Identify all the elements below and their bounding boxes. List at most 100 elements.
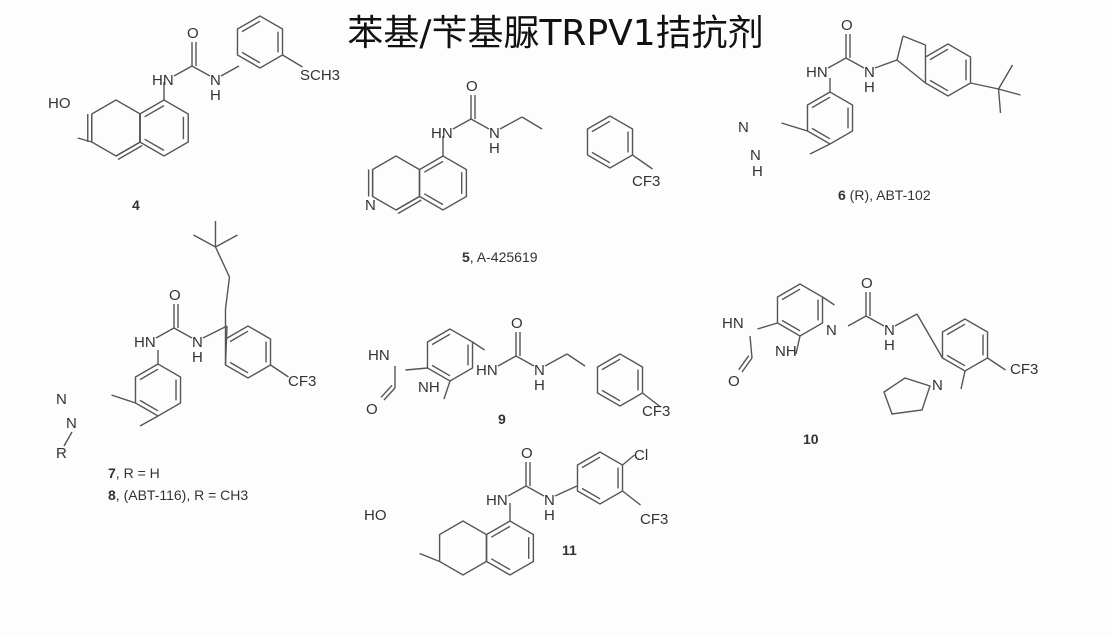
bond <box>822 296 835 306</box>
atom-label: N <box>864 64 875 81</box>
atom-label: O <box>366 401 378 418</box>
compound-number: 11 <box>562 542 577 558</box>
atom-label: N <box>534 362 545 379</box>
ring <box>91 99 141 157</box>
bond <box>894 313 918 327</box>
bond <box>215 234 238 248</box>
bond <box>405 367 428 371</box>
bond <box>601 358 621 371</box>
bond <box>581 487 601 500</box>
atom-label: O <box>861 275 873 292</box>
bond <box>581 456 601 469</box>
bond <box>896 59 926 84</box>
bond <box>490 525 511 538</box>
atom-label: NH <box>418 379 440 396</box>
bond <box>241 20 261 33</box>
bond <box>896 35 904 61</box>
bond <box>144 104 165 118</box>
ring <box>418 155 468 211</box>
atom-label: HO <box>364 507 387 524</box>
pyrrolidine-ring <box>883 377 931 415</box>
atom-label: Cl <box>634 447 648 464</box>
bond <box>554 485 578 497</box>
atom-label: N <box>884 322 895 339</box>
atom-label: H <box>884 337 895 354</box>
ring <box>586 115 634 169</box>
bond <box>929 79 949 92</box>
bond <box>515 355 535 367</box>
bond <box>507 485 527 497</box>
atom-label: H <box>752 163 763 180</box>
ring <box>776 283 824 337</box>
bond <box>499 116 523 130</box>
compound-number: 7 <box>108 465 116 481</box>
ring <box>806 91 854 145</box>
bond <box>77 137 92 143</box>
bond <box>139 368 159 381</box>
bond <box>566 353 586 367</box>
bond <box>591 151 611 164</box>
bond <box>781 319 801 332</box>
atom-label: N <box>66 415 77 432</box>
bond <box>521 116 543 130</box>
bond <box>214 246 231 278</box>
atom-label: O <box>187 25 199 42</box>
atom-label: N <box>489 125 500 142</box>
bond <box>431 333 451 346</box>
ring <box>596 353 644 407</box>
bond <box>970 82 999 90</box>
bond <box>229 361 249 374</box>
bond <box>811 127 831 140</box>
compound-label: 6 (R), ABT-102 <box>838 187 931 203</box>
bond <box>173 65 193 77</box>
atom-label: R <box>56 445 67 462</box>
ring <box>941 318 989 372</box>
bond <box>642 392 661 408</box>
atom-label: N <box>56 391 67 408</box>
bond <box>139 399 159 412</box>
bond <box>525 485 545 497</box>
atom-label: H <box>192 349 203 366</box>
atom-label: HN <box>368 347 390 364</box>
ring <box>438 520 488 576</box>
bond <box>845 57 865 69</box>
bond <box>144 138 165 152</box>
bond <box>738 355 750 371</box>
atom-label: H <box>864 79 875 96</box>
bond <box>431 364 451 377</box>
bond <box>591 120 611 133</box>
ring <box>576 451 624 505</box>
bond <box>155 327 175 339</box>
bond <box>383 387 396 401</box>
atom-label: CF3 <box>640 511 668 528</box>
compound-label: 10 <box>803 431 819 447</box>
bond <box>946 323 966 336</box>
bond <box>847 315 867 327</box>
bond <box>916 313 944 359</box>
atom-label: N <box>192 334 203 351</box>
compound-number: 9 <box>498 411 506 427</box>
atom-label: H <box>534 377 545 394</box>
bond <box>220 65 240 77</box>
bond <box>63 431 73 447</box>
bond <box>781 122 808 132</box>
compound-number: 5 <box>462 249 470 265</box>
bond <box>497 355 517 367</box>
atom-label: O <box>521 445 533 462</box>
bond <box>191 65 211 77</box>
bond <box>173 327 193 339</box>
bond <box>997 88 1002 114</box>
bond <box>757 322 778 330</box>
bond <box>452 118 472 130</box>
bond <box>946 354 966 367</box>
bond <box>472 341 485 351</box>
bond <box>997 64 1014 90</box>
bond <box>987 357 1006 371</box>
bond <box>490 558 511 571</box>
compound-name: , R = H <box>116 465 160 481</box>
ring <box>371 155 421 211</box>
